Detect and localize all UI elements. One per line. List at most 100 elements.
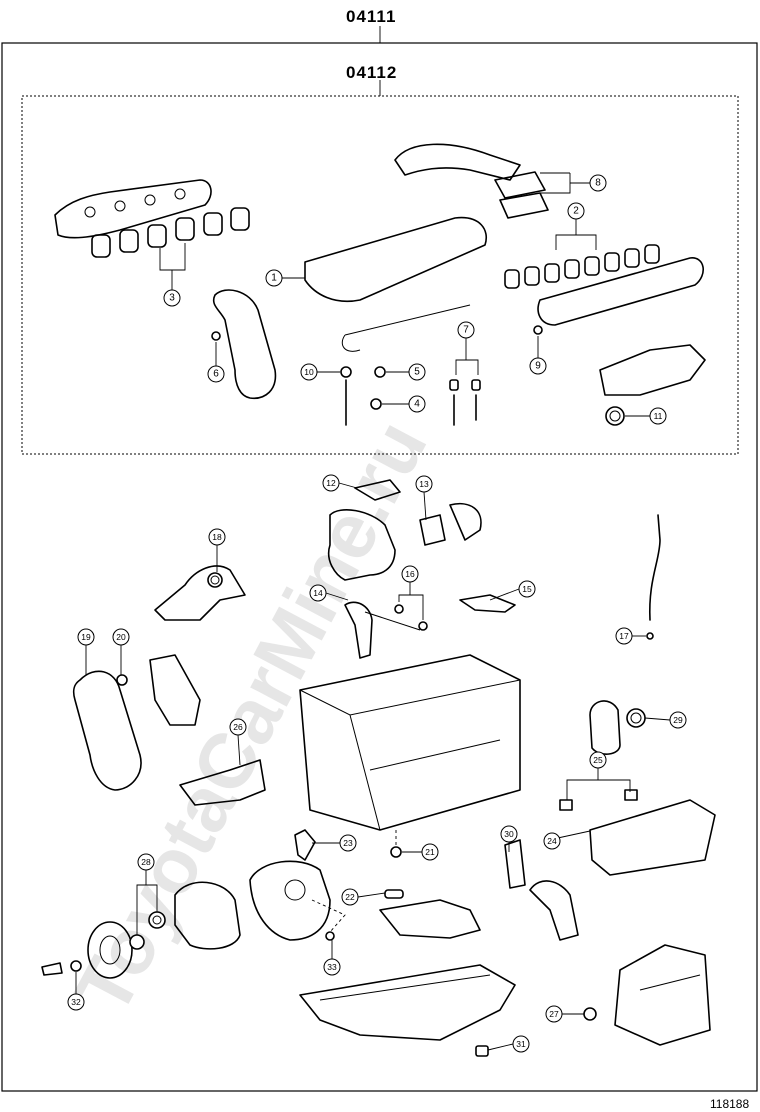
callout-29-label: 29 bbox=[673, 715, 683, 725]
water-bypass-pipe bbox=[344, 601, 428, 659]
small-seals-outer bbox=[41, 846, 402, 976]
transmission-case-assy bbox=[583, 944, 711, 1046]
outer-kit-frame bbox=[1, 42, 758, 1092]
callout-1-label: 1 bbox=[271, 273, 277, 284]
exhaust-manifold-gasket bbox=[54, 179, 212, 239]
callout-15: 15 bbox=[518, 580, 536, 598]
callout-22-label: 22 bbox=[345, 892, 355, 902]
callout-13-label: 13 bbox=[419, 479, 429, 489]
oil-strainer bbox=[379, 889, 481, 939]
callout-12: 12 bbox=[322, 474, 340, 492]
callout-2: 2 bbox=[567, 202, 585, 220]
callout-18: 18 bbox=[208, 528, 226, 546]
callout-29: 29 bbox=[669, 711, 687, 729]
crankshaft-pulley-seals bbox=[87, 881, 241, 979]
intake-manifold-gaskets bbox=[504, 244, 704, 326]
callout-26-label: 26 bbox=[233, 722, 243, 732]
callout-22: 22 bbox=[341, 888, 359, 906]
callout-5-label: 5 bbox=[414, 367, 420, 378]
callout-27: 27 bbox=[545, 1005, 563, 1023]
callout-16-label: 16 bbox=[405, 569, 415, 579]
water-outlet-gasket bbox=[327, 479, 482, 581]
egr-valve bbox=[599, 344, 706, 426]
top-kit-code: 04111 bbox=[346, 7, 396, 26]
callout-21: 21 bbox=[421, 843, 439, 861]
callout-30: 30 bbox=[500, 825, 518, 843]
callout-17: 17 bbox=[615, 627, 633, 645]
callout-9: 9 bbox=[529, 357, 547, 375]
callout-10-label: 10 bbox=[304, 367, 314, 377]
callout-32-label: 32 bbox=[71, 997, 81, 1007]
small-seals-inner bbox=[211, 325, 543, 426]
callout-31-label: 31 bbox=[516, 1039, 526, 1049]
callout-31: 31 bbox=[512, 1035, 530, 1053]
callout-24: 24 bbox=[543, 832, 561, 850]
water-pipe-gasket bbox=[459, 594, 516, 613]
callout-4-label: 4 bbox=[414, 399, 420, 410]
callout-33-label: 33 bbox=[327, 962, 337, 972]
rear-oil-seal-retainer bbox=[589, 700, 646, 755]
oil-level-gauge-guide bbox=[646, 514, 661, 640]
callout-7-label: 7 bbox=[463, 325, 469, 336]
callout-23: 23 bbox=[339, 834, 357, 852]
watermark-text: ToyotaCarMine.ru bbox=[57, 406, 443, 1028]
callout-25-label: 25 bbox=[593, 755, 603, 765]
callout-11-label: 11 bbox=[654, 411, 663, 421]
callout-7: 7 bbox=[457, 321, 475, 339]
callout-10: 10 bbox=[300, 363, 318, 381]
valve-stem-seals bbox=[449, 379, 481, 426]
callout-3-label: 3 bbox=[169, 293, 175, 304]
callout-32: 32 bbox=[67, 993, 85, 1011]
timing-cover-gasket bbox=[116, 654, 201, 726]
callout-19: 19 bbox=[77, 628, 95, 646]
callout-30-label: 30 bbox=[504, 829, 514, 839]
callout-28: 28 bbox=[137, 853, 155, 871]
callout-19-label: 19 bbox=[81, 632, 91, 642]
callout-9-label: 9 bbox=[535, 361, 541, 372]
callout-8-label: 8 bbox=[595, 178, 601, 189]
callout-14: 14 bbox=[309, 584, 327, 602]
oil-pump-gasket bbox=[249, 829, 331, 941]
callout-15-label: 15 bbox=[522, 584, 532, 594]
timing-belt bbox=[72, 670, 142, 791]
water-bypass-outlet bbox=[179, 759, 266, 806]
callout-13: 13 bbox=[415, 475, 433, 493]
callout-21-label: 21 bbox=[425, 847, 435, 857]
callout-5: 5 bbox=[408, 363, 426, 381]
leader-lines bbox=[75, 172, 671, 1051]
callout-33: 33 bbox=[323, 958, 341, 976]
cylinder-head-cover-gasket bbox=[304, 216, 487, 352]
callout-6-label: 6 bbox=[213, 369, 219, 380]
exhaust-port-gaskets bbox=[91, 207, 250, 258]
diagram-reference-number: 118188 bbox=[710, 1097, 749, 1111]
callout-17-label: 17 bbox=[619, 631, 629, 641]
callout-16: 16 bbox=[401, 565, 419, 583]
callout-8: 8 bbox=[589, 174, 607, 192]
callout-1: 1 bbox=[265, 269, 283, 287]
cylinder-block bbox=[299, 654, 521, 831]
callout-20: 20 bbox=[112, 628, 130, 646]
callout-11: 11 bbox=[649, 407, 667, 425]
callout-26: 26 bbox=[229, 718, 247, 736]
callout-12-label: 12 bbox=[326, 478, 336, 488]
oil-pan-baffle-plate bbox=[559, 789, 716, 876]
water-inlet-housing bbox=[154, 565, 246, 621]
callout-20-label: 20 bbox=[116, 632, 126, 642]
callout-25: 25 bbox=[589, 751, 607, 769]
water-pump-assy bbox=[504, 839, 579, 941]
intake-elbow bbox=[212, 289, 277, 399]
callout-4: 4 bbox=[408, 395, 426, 413]
callout-2-label: 2 bbox=[573, 206, 579, 217]
callout-18-label: 18 bbox=[212, 532, 222, 542]
callout-23-label: 23 bbox=[343, 838, 353, 848]
callout-6: 6 bbox=[207, 365, 225, 383]
callout-28-label: 28 bbox=[141, 857, 151, 867]
intake-pipe-gasket bbox=[394, 143, 549, 219]
callout-27-label: 27 bbox=[549, 1009, 559, 1019]
callout-3: 3 bbox=[163, 289, 181, 307]
callout-14-label: 14 bbox=[313, 588, 323, 598]
inner-kit-code: 04112 bbox=[346, 63, 397, 82]
oil-pan bbox=[299, 964, 516, 1057]
callout-24-label: 24 bbox=[547, 836, 557, 846]
